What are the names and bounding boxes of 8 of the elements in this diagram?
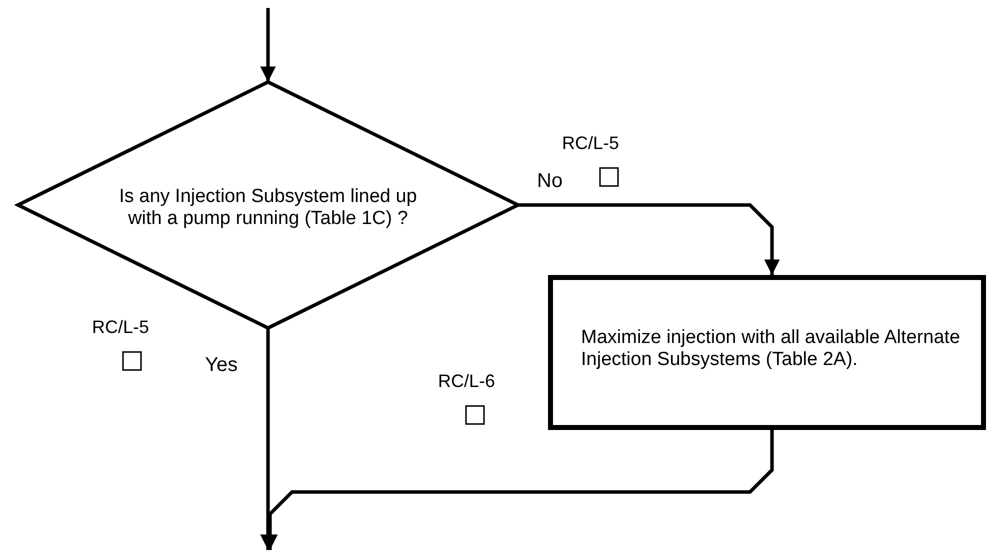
node-text: Maximize injection with all available Alternate Injection Subsystems (Table 2A). — [581, 326, 962, 370]
edge-label: Yes — [205, 354, 238, 377]
step-reference: RC/L-6 — [438, 371, 496, 392]
process-box — [548, 275, 986, 430]
step-reference: RC/L-5 — [562, 133, 620, 154]
arrow — [518, 203, 780, 275]
edge-label: No — [537, 170, 563, 193]
arrow — [260, 8, 276, 82]
